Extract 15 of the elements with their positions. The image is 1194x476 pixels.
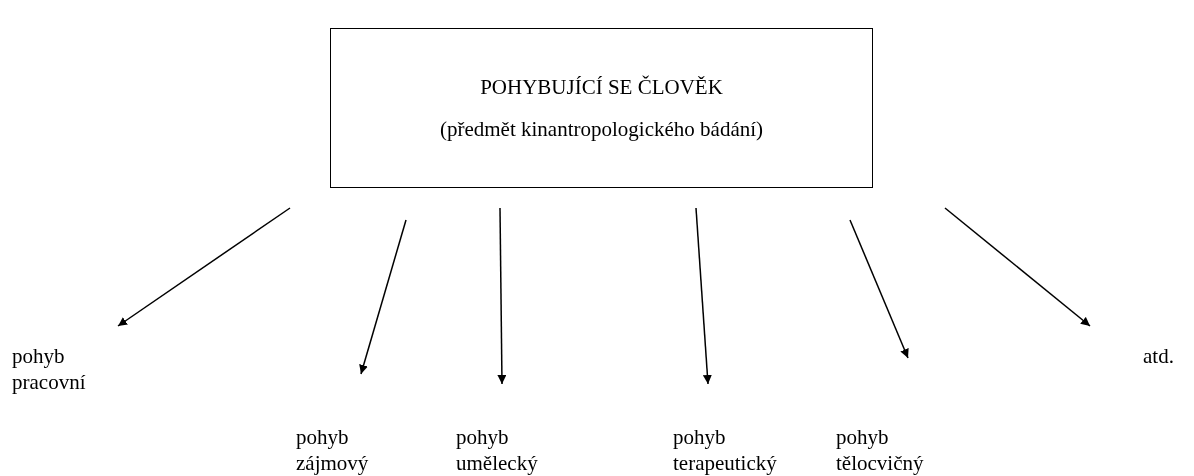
box-subtitle: (předmět kinantropologického bádání) <box>439 116 764 142</box>
node-label: atd. <box>1143 343 1174 369</box>
node-label: pohyb tělocvičný <box>836 424 924 476</box>
arrow <box>849 219 909 359</box>
box-heading: POHYBUJÍCÍ SE ČLOVĚK <box>480 74 723 100</box>
arrow <box>117 207 291 327</box>
arrow <box>695 207 712 385</box>
node-label: pohyb terapeutický <box>673 424 777 476</box>
arrow <box>944 207 1091 327</box>
node-label: pohyb pracovní <box>12 343 86 395</box>
node-label: pohyb zájmový <box>296 424 369 476</box>
title-box <box>330 28 873 188</box>
arrow <box>359 219 407 375</box>
arrow <box>497 207 507 385</box>
node-label: pohyb umělecký <box>456 424 538 476</box>
